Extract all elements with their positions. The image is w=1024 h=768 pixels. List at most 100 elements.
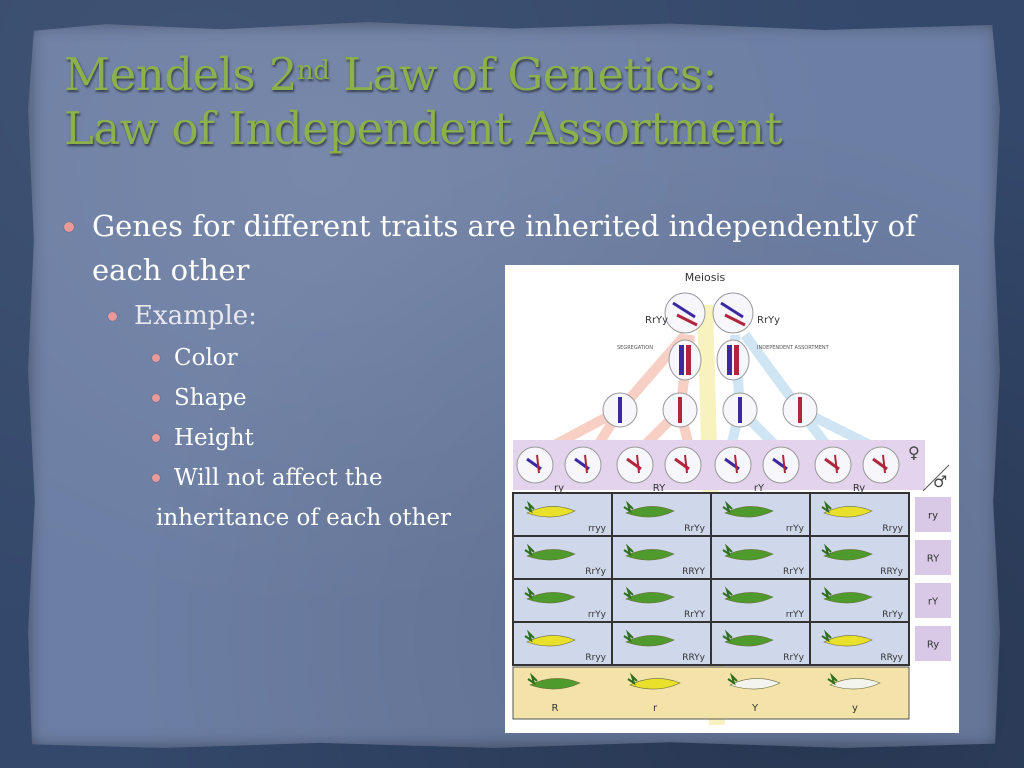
gamete-label: RY	[653, 483, 666, 494]
sub-bullet-text: Color	[174, 345, 238, 371]
chromosome	[834, 454, 838, 474]
green-pea-icon	[623, 586, 675, 604]
sub-bullet-text: Will not affect the	[174, 465, 383, 491]
genotype-label: rrYY	[786, 610, 805, 620]
green-pea-icon	[821, 543, 873, 561]
gamete-label: rY	[754, 483, 765, 494]
meiosis-stage-cells	[668, 339, 750, 381]
genotype-label: RrYy	[684, 524, 705, 534]
row-label-box	[915, 540, 951, 575]
green-pea-icon	[722, 543, 774, 561]
slide-title: Mendels 2nd Law of Genetics: Law of Inde…	[64, 48, 904, 156]
punnett-square-figure: Meiosis RrYy RrYy SEGREGATION	[505, 265, 959, 733]
male-symbol-icon: ♂	[933, 472, 947, 491]
yellow-pea-icon	[524, 629, 576, 647]
yellow-pea-icon	[524, 500, 576, 518]
bullet-dot-icon	[64, 222, 74, 232]
sub-bullet-continuation: inheritance of each other	[156, 505, 452, 531]
sub-bullet-affect: Will not affect the	[60, 458, 960, 498]
gamete-cells	[516, 446, 900, 484]
bullet-dot-icon	[108, 312, 117, 321]
green-pea-icon	[722, 629, 774, 647]
gamete-label: Ry	[853, 483, 865, 494]
parent-cells	[664, 292, 754, 334]
segregation-label: SEGREGATION	[617, 345, 653, 351]
title-line-1: Mendels 2nd Law of Genetics:	[64, 48, 904, 102]
genotype-label: RRYY	[682, 567, 705, 577]
yellow-pea-icon	[821, 500, 873, 518]
genotype-label: RrYy	[585, 567, 606, 577]
title-superscript: nd	[297, 56, 330, 86]
sub-bullet-shape: Shape	[60, 378, 960, 418]
green-pea-icon	[524, 586, 576, 604]
white-pea-icon	[827, 672, 881, 690]
row-label: rY	[928, 597, 939, 608]
chromosome	[584, 454, 588, 474]
parent-cell-right	[712, 292, 754, 334]
genotype-label: RrYy	[783, 653, 804, 663]
gamete-label: ry	[554, 483, 564, 494]
row-label-box	[915, 497, 951, 532]
genotype-label: RrYy	[882, 610, 903, 620]
bullet-main-text: Genes for different traits are inherited…	[92, 209, 916, 287]
title-text-pre: Mendels 2	[64, 48, 298, 101]
chromosome	[684, 454, 688, 474]
key-label: r	[653, 703, 658, 714]
green-pea-icon	[623, 543, 675, 561]
genotype-label: RrYY	[783, 567, 804, 577]
genotype-label: Rryy	[882, 524, 903, 534]
parent-cell-left	[664, 292, 706, 334]
sub-bullet-height: Height	[60, 418, 960, 458]
divider-line	[922, 464, 950, 492]
bullet-list: Genes for different traits are inherited…	[60, 204, 960, 538]
green-pea-icon	[722, 586, 774, 604]
meiosis-stage3-cells	[602, 392, 818, 428]
sub-bullet-text: Shape	[174, 385, 247, 411]
row-label: ry	[928, 511, 938, 522]
female-symbol-icon: ♀	[908, 443, 920, 462]
genotype-label: rrYy	[786, 524, 805, 534]
row-label-box	[915, 583, 951, 618]
green-pea-icon	[623, 629, 675, 647]
genotype-label: RRYy	[880, 567, 903, 577]
key-peas	[527, 672, 881, 690]
bullet-dot-icon	[152, 434, 160, 442]
genotype-label: rryy	[588, 524, 607, 534]
independent-assortment-label: INDEPENDENT ASSORTMENT	[757, 345, 830, 351]
bullet-example: Example:	[60, 294, 960, 338]
punnett-diagram: Meiosis RrYy RrYy SEGREGATION	[512, 271, 951, 726]
green-pea-icon	[623, 500, 675, 518]
genotype-label: RRYy	[682, 653, 705, 663]
green-pea-icon	[524, 543, 576, 561]
genotype-label: Rryy	[585, 653, 606, 663]
bullet-dot-icon	[152, 474, 160, 482]
row-label-box	[915, 626, 951, 661]
green-pea-icon	[821, 586, 873, 604]
chromosome	[636, 454, 640, 474]
gamete-labels: ry RY rY Ry	[554, 483, 865, 494]
genotype-label: RRyy	[880, 653, 903, 663]
bullet-dot-icon	[152, 354, 160, 362]
bullet-example-text: Example:	[134, 301, 257, 331]
green-pea-icon	[527, 672, 581, 690]
key-label: Y	[751, 703, 759, 714]
title-line-2: Law of Independent Assortment	[64, 102, 783, 155]
chromosome	[734, 454, 738, 474]
genotype-label: rrYy	[588, 610, 607, 620]
sub-bullet-text: Height	[174, 425, 254, 451]
white-pea-icon	[727, 672, 781, 690]
chromosome	[782, 454, 786, 474]
row-label: RY	[927, 554, 940, 565]
key-label: R	[552, 703, 559, 714]
chromosome	[536, 454, 540, 474]
sub-bullet-color: Color	[60, 338, 960, 378]
yellow-pea-icon	[627, 672, 681, 690]
row-label: Ry	[927, 640, 939, 651]
green-pea-icon	[722, 500, 774, 518]
genotype-label: RrYY	[684, 610, 705, 620]
yellow-pea-icon	[821, 629, 873, 647]
